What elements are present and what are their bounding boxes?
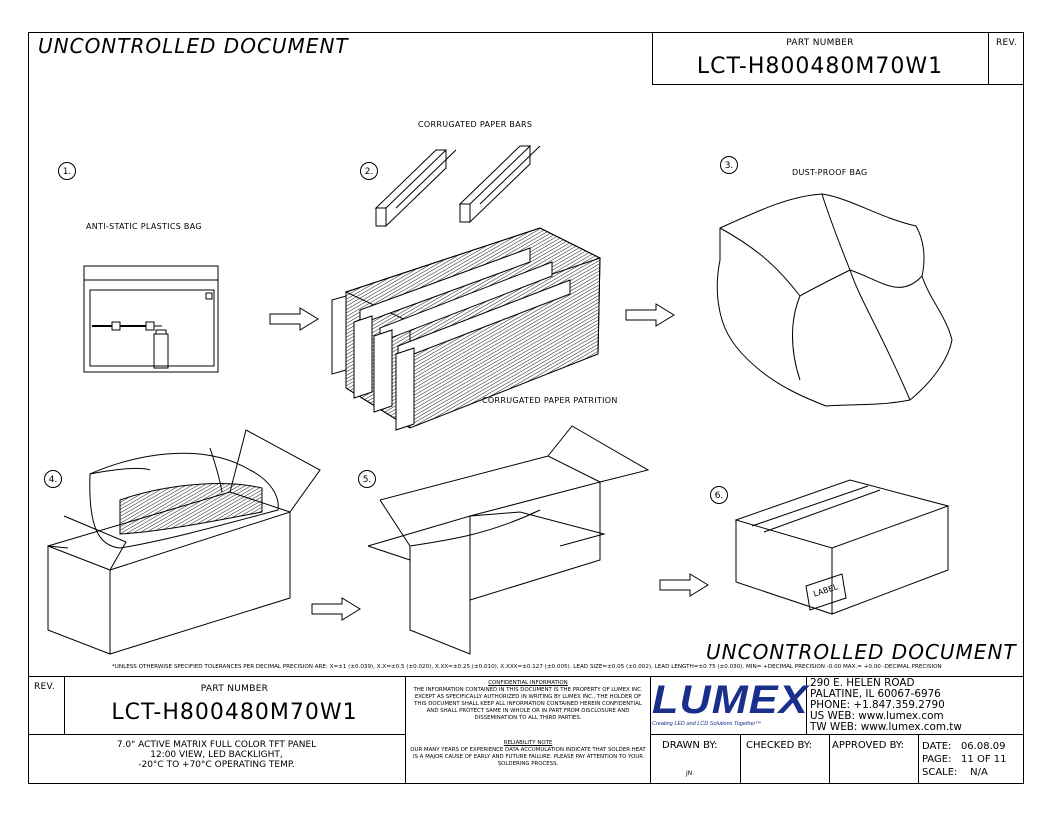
tb-divider-2 bbox=[650, 676, 651, 784]
header-divider bbox=[652, 32, 653, 84]
part-number-top: LCT-H800480M70W1 bbox=[696, 54, 944, 79]
address-line-2: PALATINE, IL 60067-6976 bbox=[810, 688, 941, 700]
page-label: PAGE: bbox=[922, 754, 952, 765]
part-number-label-bottom: PART NUMBER bbox=[200, 684, 269, 694]
corrugated-partition-label: CORRUGATED PAPER PATRITION bbox=[482, 396, 618, 405]
address-block: 290 E. HELEN ROAD PALATINE, IL 60067-697… bbox=[810, 678, 962, 733]
approved-by-label: APPROVED BY: bbox=[832, 740, 905, 751]
step-3-number: 3. bbox=[720, 156, 738, 174]
lumex-logo: LUMEX Creating LED and LCD Solutions Tog… bbox=[652, 680, 808, 732]
description-line-2: 12:00 VIEW, LED BACKLIGHT, bbox=[150, 750, 283, 760]
checked-by-label: CHECKED BY: bbox=[746, 740, 813, 751]
title-block-top bbox=[28, 676, 1024, 677]
reliability-title: RELIABILITY NOTE bbox=[503, 740, 553, 746]
part-number-label-top: PART NUMBER bbox=[786, 38, 854, 48]
arrow-1-2 bbox=[269, 307, 319, 331]
tb-left-mid bbox=[28, 734, 405, 735]
dust-proof-bag-label: DUST-PROOF BAG bbox=[792, 168, 868, 177]
drawn-by-label: DRAWN BY: bbox=[662, 740, 718, 751]
scale-label: SCALE: bbox=[922, 767, 958, 778]
arrow-5-6 bbox=[659, 573, 709, 597]
anti-static-bag-drawing bbox=[83, 265, 219, 373]
date-label: DATE: bbox=[922, 741, 952, 752]
sealed-box-drawing bbox=[734, 479, 950, 615]
tolerances-note: *UNLESS OTHERWISE SPECIFIED TOLERANCES P… bbox=[112, 664, 942, 670]
corrugated-bars-drawing bbox=[374, 145, 541, 228]
tb-divider-1 bbox=[405, 676, 406, 784]
step-5-number: 5. bbox=[358, 470, 376, 488]
address-line-1: 290 E. HELEN ROAD bbox=[810, 677, 915, 689]
open-box-with-bag-drawing bbox=[47, 429, 321, 655]
address-line-3: PHONE: +1.847.359.2790 bbox=[810, 699, 945, 711]
corrugated-bars-label: CORRUGATED PAPER BARS bbox=[418, 120, 533, 129]
arrow-2-3 bbox=[625, 303, 675, 327]
tb-divider-logo bbox=[806, 676, 807, 734]
tb-divider-approved bbox=[829, 734, 830, 784]
tb-divider-checked bbox=[740, 734, 741, 784]
date-value: 06.08.09 bbox=[960, 741, 1006, 752]
drawn-by-value: JN bbox=[686, 770, 693, 777]
lumex-tagline: Creating LED and LCD Solutions Together™ bbox=[652, 721, 761, 727]
uncontrolled-document-bottom: UNCONTROLLED DOCUMENT bbox=[706, 640, 1017, 664]
tb-rev-divider bbox=[64, 676, 65, 734]
confidential-title: CONFIDENTIAL INFORMATION bbox=[488, 680, 568, 686]
arrow-4-5 bbox=[311, 597, 361, 621]
open-box-drawing bbox=[367, 425, 650, 655]
rev-label-bottom: REV. bbox=[34, 682, 55, 692]
address-line-5: TW WEB: www.lumex.com.tw bbox=[810, 721, 962, 733]
reliability-text: OUR MANY YEARS OF EXPERIENCE DATA ACCUMU… bbox=[410, 747, 646, 767]
rev-label-top: REV. bbox=[996, 38, 1017, 48]
reliability-block: RELIABILITY NOTE OUR MANY YEARS OF EXPER… bbox=[408, 740, 648, 768]
page-value: 11 OF 11 bbox=[961, 754, 1007, 765]
date-row: DATE: 06.08.09 PAGE: 11 OF 11 SCALE: N/A bbox=[922, 740, 1006, 779]
tb-divider-date bbox=[918, 734, 919, 784]
description: 7.0" ACTIVE MATRIX FULL COLOR TFT PANEL … bbox=[28, 740, 405, 770]
lumex-logo-text: LUMEX bbox=[652, 678, 809, 722]
tb-right-mid bbox=[650, 734, 1024, 735]
header-divider-rev bbox=[988, 32, 989, 84]
header-bottom-line bbox=[652, 84, 1024, 85]
step-2-number: 2. bbox=[360, 162, 378, 180]
address-line-4: US WEB: www.lumex.com bbox=[810, 710, 944, 722]
description-line-1: 7.0" ACTIVE MATRIX FULL COLOR TFT PANEL bbox=[116, 740, 317, 750]
step-4-number: 4. bbox=[44, 470, 62, 488]
part-number-bottom: LCT-H800480M70W1 bbox=[111, 700, 358, 725]
uncontrolled-document-top: UNCONTROLLED DOCUMENT bbox=[38, 34, 349, 58]
scale-value: N/A bbox=[970, 767, 988, 778]
confidential-block: CONFIDENTIAL INFORMATION THE INFORMATION… bbox=[408, 680, 648, 722]
drawing-frame bbox=[28, 32, 1024, 784]
corrugated-partition-drawing bbox=[331, 227, 602, 431]
step-6-number: 6. bbox=[710, 486, 728, 504]
step-1-number: 1. bbox=[58, 162, 76, 180]
confidential-text: THE INFORMATION CONTAINED IN THIS DOCUME… bbox=[413, 687, 643, 721]
description-line-3: -20°C TO +70°C OPERATING TEMP. bbox=[138, 760, 295, 770]
anti-static-bag-label: ANTI-STATIC PLASTICS BAG bbox=[86, 222, 202, 231]
dust-proof-bag-drawing bbox=[716, 193, 953, 407]
